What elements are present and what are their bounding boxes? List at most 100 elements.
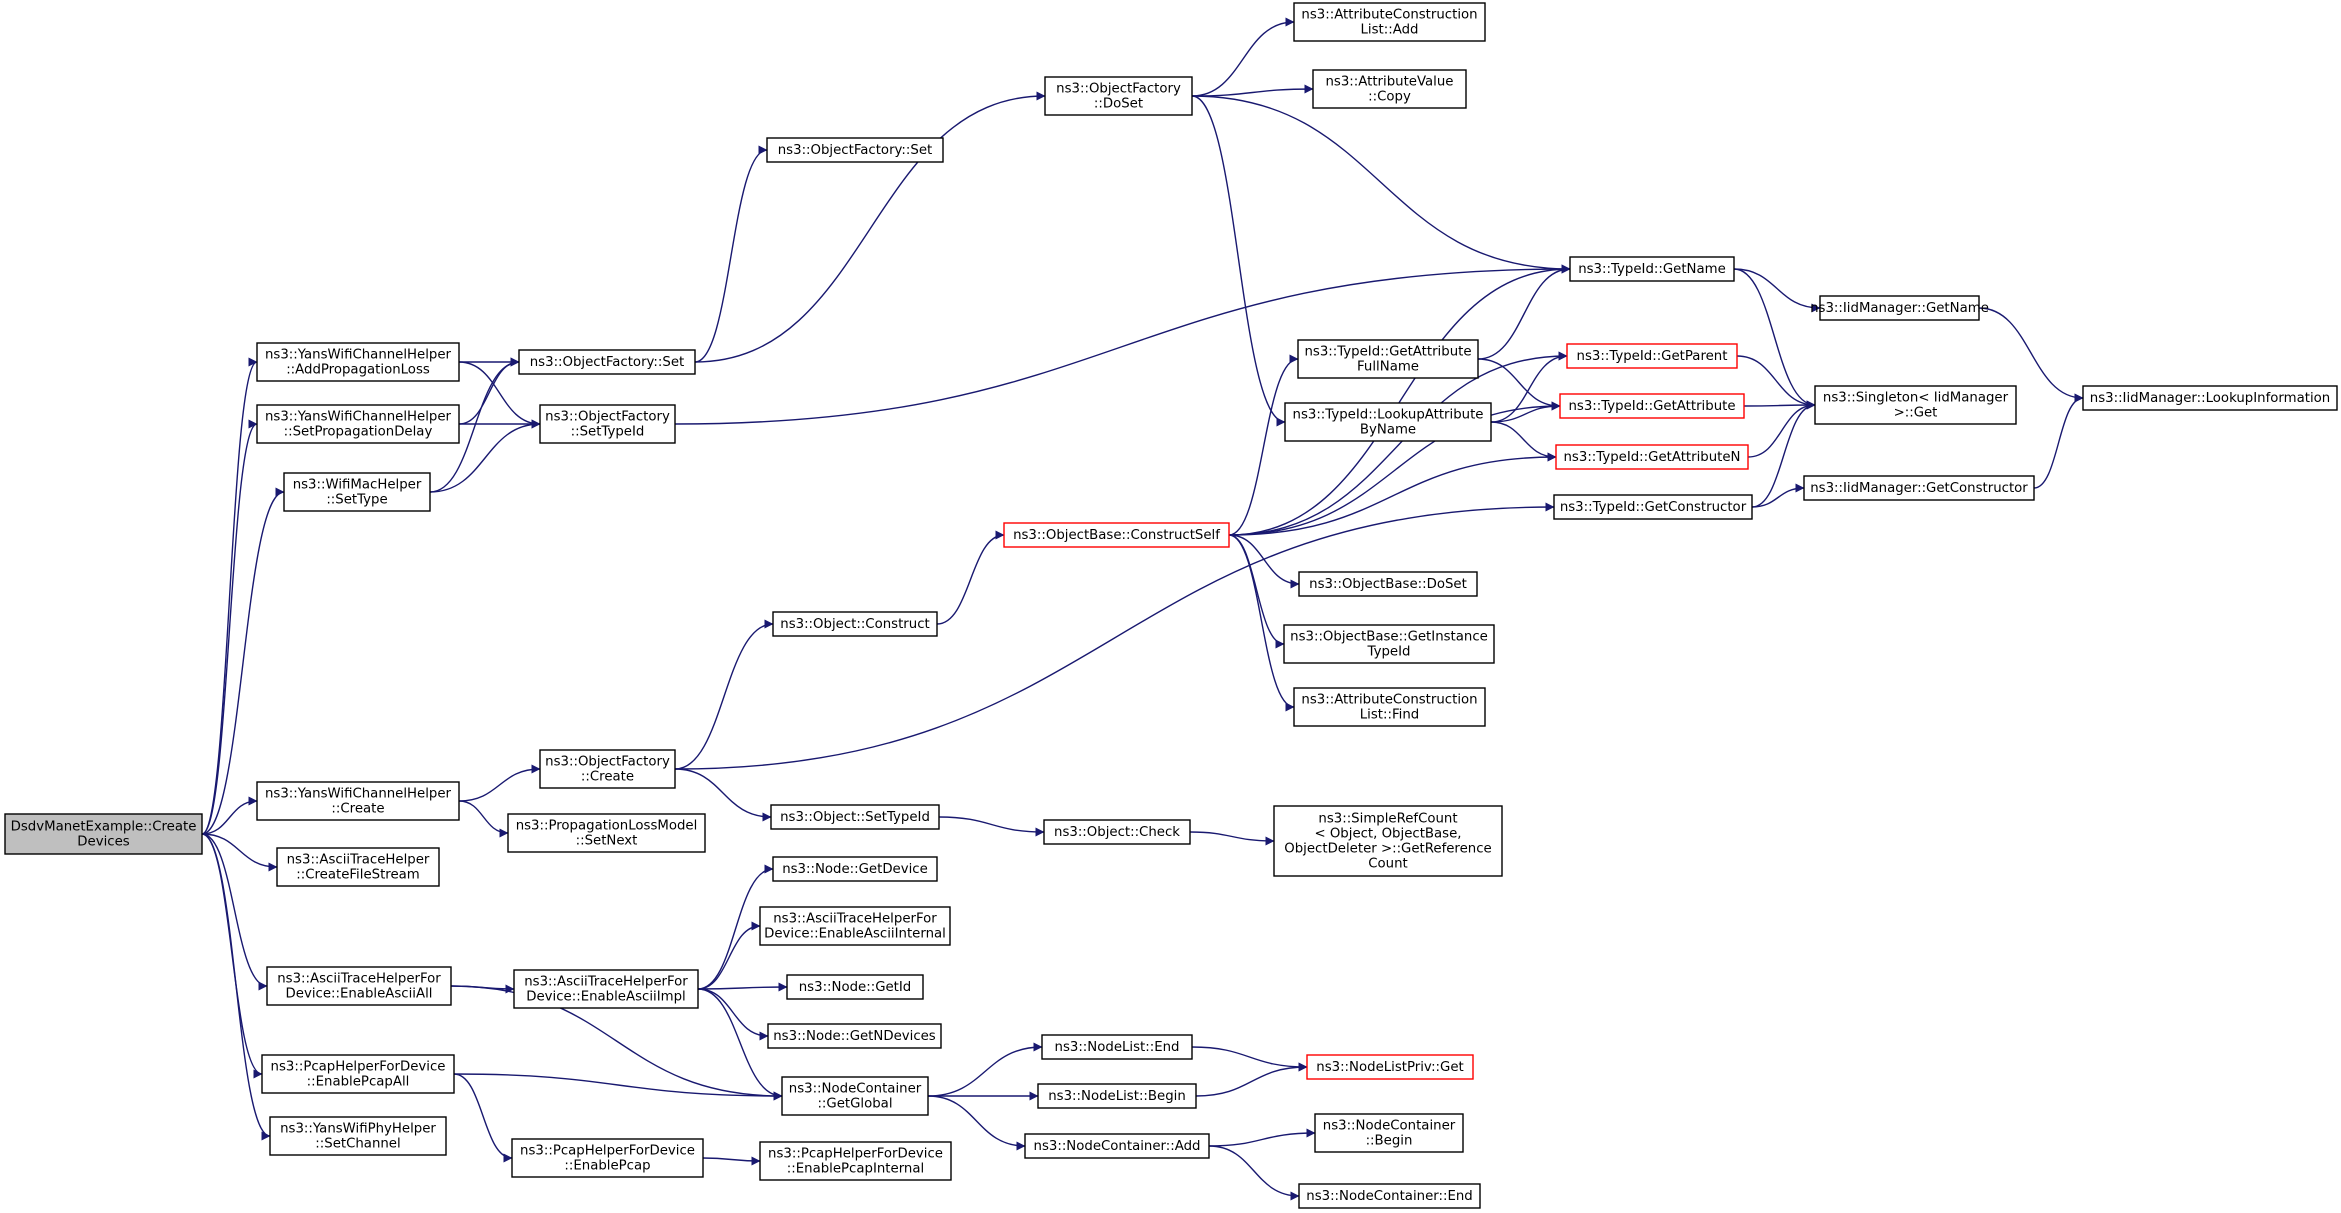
graph-node-iid-getname[interactable]: ns3::IidManager::GetName bbox=[1810, 295, 1989, 321]
graph-node-obj-check[interactable]: ns3::Object::Check bbox=[1043, 819, 1191, 845]
call-edge bbox=[453, 1073, 783, 1101]
graph-node-tid-getattribute[interactable]: ns3::TypeId::GetAttribute bbox=[1559, 393, 1745, 419]
graph-node-node-getid[interactable]: ns3::Node::GetId bbox=[786, 974, 924, 1000]
graph-node-plm-setnext[interactable]: ns3::PropagationLossModel::SetNext bbox=[507, 813, 706, 853]
node-label: ::SetTypeId bbox=[571, 425, 645, 440]
node-label: ns3::AttributeConstruction bbox=[1301, 693, 1477, 708]
node-box bbox=[1297, 339, 1479, 379]
node-label: ns3::TypeId::GetAttribute bbox=[1568, 399, 1735, 414]
graph-node-nl-begin[interactable]: ns3::NodeList::Begin bbox=[1037, 1083, 1197, 1109]
graph-node-pcap-ep[interactable]: ns3::PcapHelperForDevice::EnablePcap bbox=[511, 1138, 704, 1178]
graph-node-iid-getconstructor[interactable]: ns3::IidManager::GetConstructor bbox=[1803, 475, 2035, 501]
edge-arrow bbox=[458, 357, 520, 425]
node-box bbox=[1312, 69, 1467, 109]
graph-node-wifimac-st[interactable]: ns3::WifiMacHelper::SetType bbox=[283, 472, 431, 512]
graph-node-pcap-epi[interactable]: ns3::PcapHelperForDevice::EnablePcapInte… bbox=[759, 1141, 952, 1181]
edge-arrow bbox=[1189, 831, 1275, 846]
node-label: ns3::AttributeConstruction bbox=[1301, 8, 1477, 23]
graph-node-obj-settypeid[interactable]: ns3::Object::SetTypeId bbox=[770, 804, 940, 830]
node-box bbox=[1298, 571, 1478, 597]
graph-node-of-settypeid[interactable]: ns3::ObjectFactory::SetTypeId bbox=[539, 404, 676, 444]
graph-node-ob-constructself[interactable]: ns3::ObjectBase::ConstructSelf bbox=[1003, 522, 1230, 548]
graph-node-tid-getname[interactable]: ns3::TypeId::GetName bbox=[1569, 256, 1735, 282]
edge-arrow bbox=[694, 91, 1046, 363]
node-label: ::EnablePcap bbox=[564, 1159, 650, 1174]
node-label: ByName bbox=[1360, 423, 1416, 438]
edge-arrow bbox=[458, 764, 541, 802]
graph-node-yansphy-sc[interactable]: ns3::YansWifiPhyHelper::SetChannel bbox=[269, 1116, 447, 1156]
call-edge bbox=[1490, 401, 1561, 423]
call-edge bbox=[1490, 421, 1557, 462]
call-edge bbox=[1751, 483, 1805, 508]
node-box bbox=[781, 1076, 929, 1116]
node-label: >::Get bbox=[1894, 406, 1938, 421]
graph-node-ascii-cfs[interactable]: ns3::AsciiTraceHelper::CreateFileStream bbox=[276, 847, 440, 887]
edge-arrow bbox=[201, 833, 268, 991]
graph-node-ascii-eai[interactable]: ns3::AsciiTraceHelperForDevice::EnableAs… bbox=[513, 969, 699, 1009]
graph-node-yans-create[interactable]: ns3::YansWifiChannelHelper::Create bbox=[256, 781, 460, 821]
edge-arrow bbox=[458, 800, 509, 838]
node-label: ::Create bbox=[581, 770, 634, 785]
graph-node-yans-spd[interactable]: ns3::YansWifiChannelHelper::SetPropagati… bbox=[256, 404, 460, 444]
graph-node-ascii-eaa[interactable]: ns3::AsciiTraceHelperForDevice::EnableAs… bbox=[266, 966, 452, 1006]
edge-arrow bbox=[1191, 95, 1571, 274]
node-box bbox=[1314, 1113, 1464, 1153]
node-box bbox=[1803, 475, 2035, 501]
edge-arrow bbox=[936, 530, 1005, 625]
call-edge bbox=[201, 796, 258, 835]
graph-node-singleton-get[interactable]: ns3::Singleton< IidManager>::Get bbox=[1814, 385, 2017, 425]
node-label: ns3::IidManager::LookupInformation bbox=[2090, 391, 2330, 406]
node-box bbox=[1298, 1183, 1481, 1209]
call-edge bbox=[201, 487, 285, 835]
graph-node-of-doset[interactable]: ns3::ObjectFactory::DoSet bbox=[1044, 76, 1193, 116]
edge-arrow bbox=[1228, 401, 1561, 536]
edge-arrow bbox=[702, 1156, 761, 1166]
node-box bbox=[1041, 1034, 1193, 1060]
node-label: Devices bbox=[77, 835, 129, 850]
graph-node-yans-apl[interactable]: ns3::YansWifiChannelHelper::AddPropagati… bbox=[256, 342, 460, 382]
edge-arrow bbox=[674, 264, 1571, 425]
graph-node-tid-getattributen[interactable]: ns3::TypeId::GetAttributeN bbox=[1555, 444, 1749, 470]
graph-node-obj-construct[interactable]: ns3::Object::Construct bbox=[772, 611, 938, 637]
graph-node-nc-begin[interactable]: ns3::NodeContainer::Begin bbox=[1314, 1113, 1464, 1153]
node-label: ns3::PcapHelperForDevice bbox=[271, 1060, 446, 1075]
call-edge bbox=[458, 357, 520, 425]
edge-arrow bbox=[201, 833, 271, 1141]
graph-node-nc-add[interactable]: ns3::NodeContainer::Add bbox=[1024, 1133, 1210, 1159]
node-label: ns3::PropagationLossModel bbox=[516, 819, 698, 834]
graph-node-ascii-eainternal[interactable]: ns3::AsciiTraceHelperForDevice::EnableAs… bbox=[759, 906, 951, 946]
node-label: < Object, ObjectBase, bbox=[1314, 827, 1461, 842]
call-edge bbox=[1490, 351, 1568, 423]
node-label: ns3::WifiMacHelper bbox=[293, 478, 422, 493]
graph-node-nc-getglobal[interactable]: ns3::NodeContainer::GetGlobal bbox=[781, 1076, 929, 1116]
graph-node-node-getndevices[interactable]: ns3::Node::GetNDevices bbox=[767, 1023, 942, 1049]
node-label: ns3::TypeId::LookupAttribute bbox=[1293, 408, 1484, 423]
graph-node-nl-end[interactable]: ns3::NodeList::End bbox=[1041, 1034, 1193, 1060]
node-label: ns3::ObjectFactory::Set bbox=[778, 143, 932, 158]
graph-node-of-set-b[interactable]: ns3::ObjectFactory::Set bbox=[766, 137, 944, 163]
graph-node-tid-getconstructor[interactable]: ns3::TypeId::GetConstructor bbox=[1553, 494, 1753, 520]
graph-node-iid-lookupinfo[interactable]: ns3::IidManager::LookupInformation bbox=[2082, 385, 2338, 411]
graph-node-pcap-epa[interactable]: ns3::PcapHelperForDevice::EnablePcapAll bbox=[261, 1054, 455, 1094]
graph-node-nlp-get[interactable]: ns3::NodeListPriv::Get bbox=[1306, 1054, 1474, 1080]
node-label: ns3::AsciiTraceHelperFor bbox=[524, 975, 688, 990]
graph-node-src-getrefcount[interactable]: ns3::SimpleRefCount< Object, ObjectBase,… bbox=[1273, 805, 1503, 877]
call-edge bbox=[1208, 1145, 1300, 1201]
graph-node-av-copy[interactable]: ns3::AttributeValue::Copy bbox=[1312, 69, 1467, 109]
node-label: ::Create bbox=[331, 802, 384, 817]
node-box bbox=[269, 1116, 447, 1156]
graph-node-ob-doset[interactable]: ns3::ObjectBase::DoSet bbox=[1298, 571, 1478, 597]
graph-node-nc-end[interactable]: ns3::NodeContainer::End bbox=[1298, 1183, 1481, 1209]
call-edge bbox=[1191, 17, 1295, 97]
graph-node-node-getdevice[interactable]: ns3::Node::GetDevice bbox=[772, 856, 938, 882]
edge-arrow bbox=[2033, 393, 2084, 489]
graph-node-of-set-a[interactable]: ns3::ObjectFactory::Set bbox=[518, 349, 696, 375]
graph-node-of-create[interactable]: ns3::ObjectFactory::Create bbox=[539, 749, 676, 789]
call-edge bbox=[201, 833, 271, 1141]
graph-node-tid-getparent[interactable]: ns3::TypeId::GetParent bbox=[1566, 343, 1738, 369]
